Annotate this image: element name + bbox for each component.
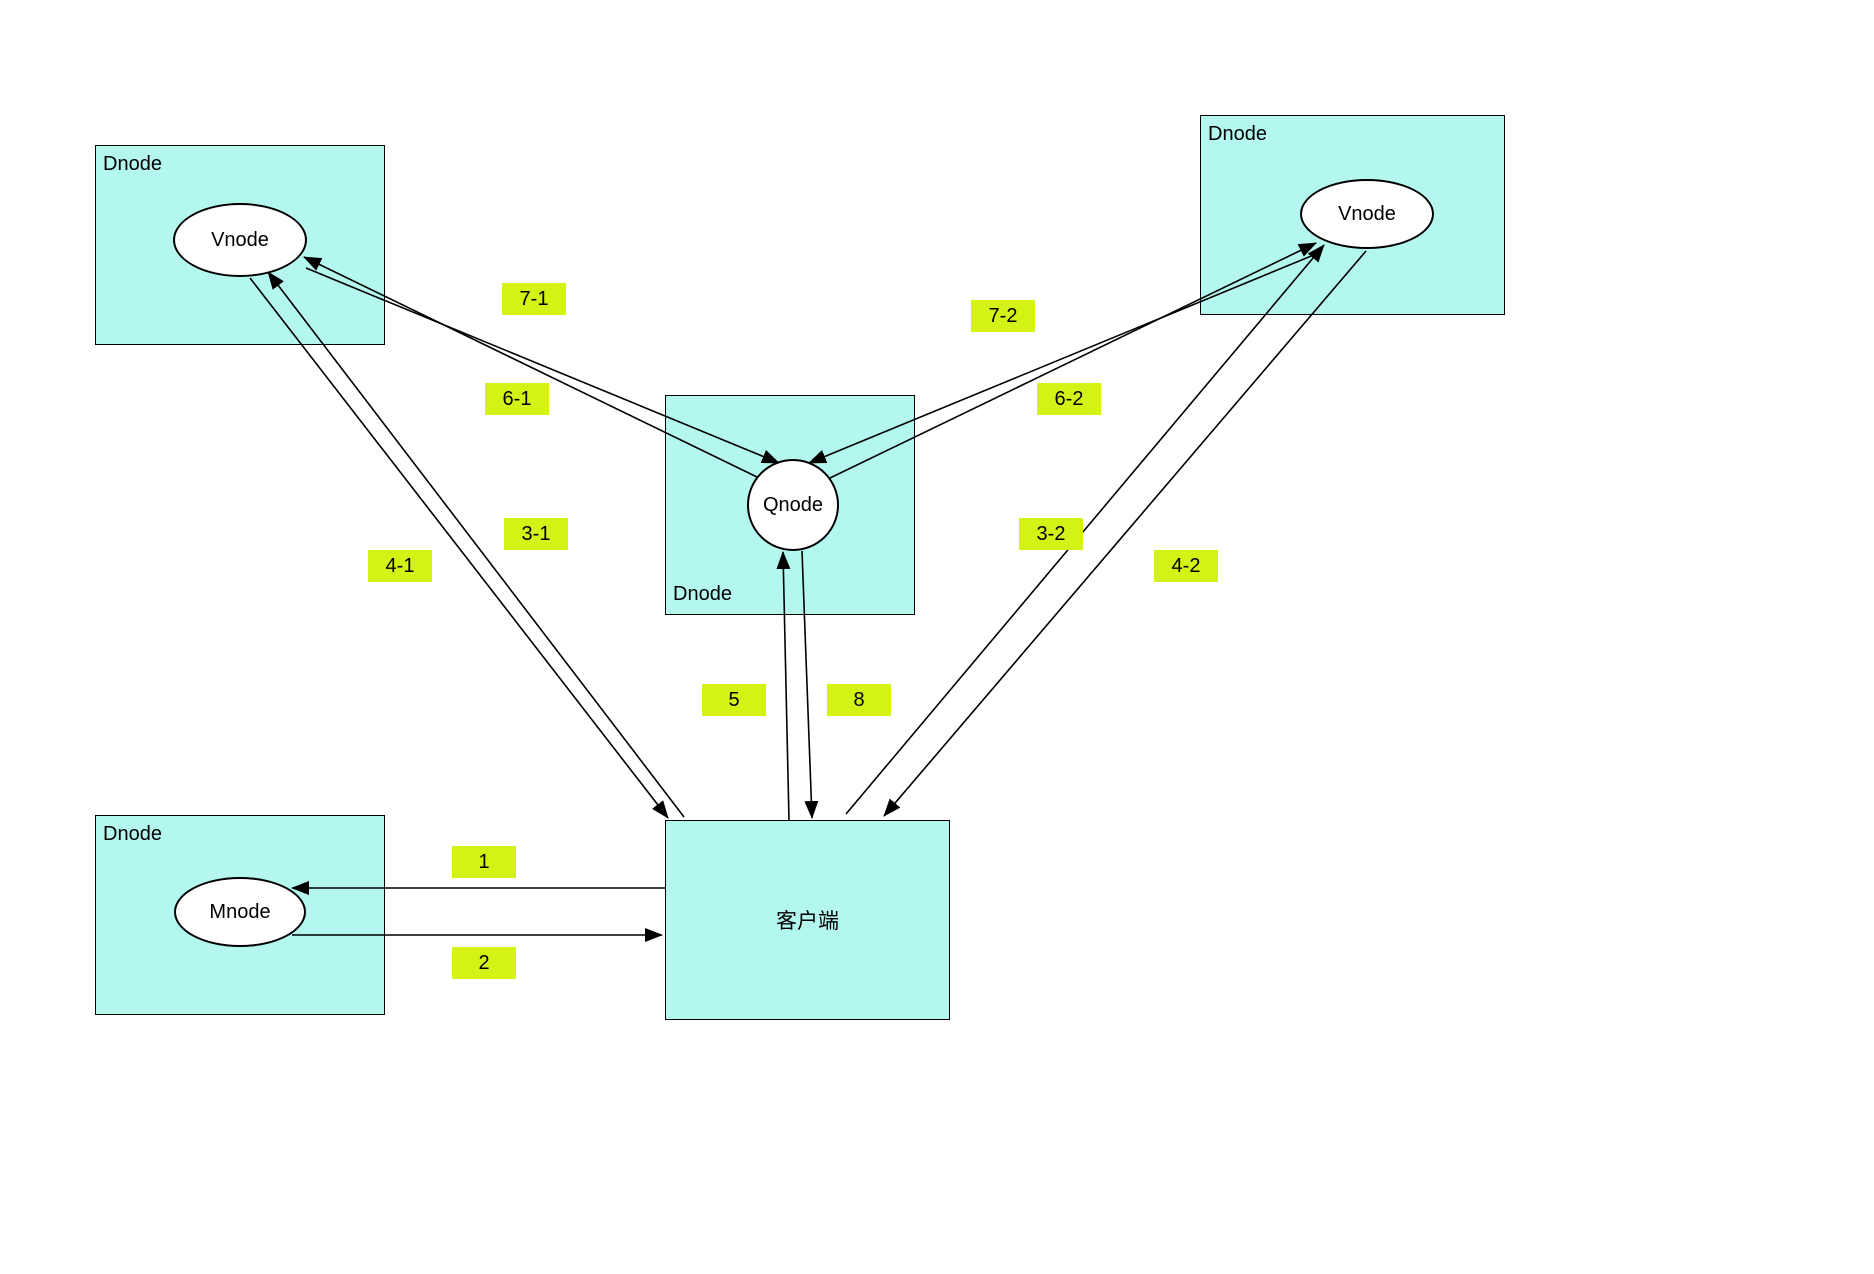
edge-label-6-1: 6-1 [485, 383, 549, 415]
vnode-right-label: Vnode [1338, 202, 1396, 225]
dnode-box-top-left-label: Dnode [103, 153, 162, 175]
edge-label-4-1: 4-1 [368, 550, 432, 582]
edge-6-2-qnode-to-vnode-right [829, 242, 1317, 479]
edge-label-6-2: 6-2 [1037, 383, 1101, 415]
edge-label-1: 1 [452, 846, 516, 878]
dnode-box-bottom-left-label: Dnode [103, 823, 162, 845]
edge-label-8: 8 [827, 684, 891, 716]
edge-label-5: 5 [702, 684, 766, 716]
edge-label-7-2: 7-2 [971, 300, 1035, 332]
edge-3-1-client-to-vnode-left [267, 271, 685, 818]
qnode-circle: Qnode [747, 459, 839, 551]
edge-6-1-qnode-to-vnode-left [303, 256, 758, 478]
mnode-label: Mnode [209, 900, 271, 923]
dnode-box-middle-label: Dnode [673, 583, 732, 605]
client-box-label: 客户端 [776, 910, 839, 933]
client-box: 客户端 [665, 820, 950, 1020]
edge-8-qnode-to-client [801, 550, 819, 819]
edge-7-2-vnode-right-to-qnode [808, 251, 1322, 464]
edge-label-3-1: 3-1 [504, 518, 568, 550]
mnode-ellipse: Mnode [174, 877, 306, 947]
edge-label-2: 2 [452, 947, 516, 979]
dnode-box-top-right-label: Dnode [1208, 123, 1267, 145]
edge-7-1-vnode-left-to-qnode [305, 267, 780, 464]
edge-label-7-1: 7-1 [502, 283, 566, 315]
edge-label-3-2: 3-2 [1019, 518, 1083, 550]
vnode-right-ellipse: Vnode [1300, 179, 1434, 249]
edge-4-1-vnode-left-to-client [249, 277, 669, 819]
edge-3-2-client-to-vnode-right [845, 244, 1325, 815]
edge-4-2-vnode-right-to-client [883, 250, 1367, 817]
qnode-label: Qnode [762, 493, 824, 516]
edge-label-4-2: 4-2 [1154, 550, 1218, 582]
vnode-left-label: Vnode [211, 228, 269, 251]
edge-5-client-to-qnode [776, 551, 791, 821]
vnode-left-ellipse: Vnode [173, 203, 307, 277]
